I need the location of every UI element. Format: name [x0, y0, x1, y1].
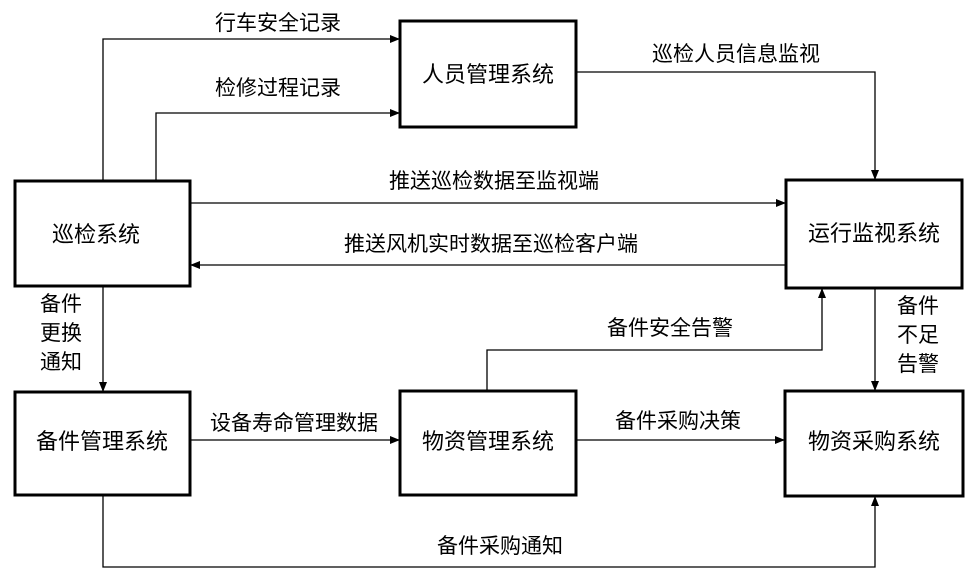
label-spare-purchase-notice: 备件采购通知 — [437, 534, 563, 558]
edge-driving-safety-record — [102, 35, 400, 180]
label-spare-safety-alarm: 备件安全告警 — [607, 316, 733, 340]
label-line: 通知 — [40, 350, 82, 374]
node-spare-parts-system: 备件管理系统 — [13, 390, 192, 497]
node-procurement-system: 物资采购系统 — [783, 389, 965, 498]
node-monitoring-system: 运行监视系统 — [784, 178, 964, 290]
label-equipment-lifetime-data: 设备寿命管理数据 — [210, 411, 378, 435]
node-label: 备件管理系统 — [36, 430, 168, 455]
node-label: 物资管理系统 — [422, 430, 554, 455]
node-label: 物资采购系统 — [808, 430, 940, 455]
label-line: 备件 — [40, 292, 82, 316]
label-spare-replacement-notice: 备件 更换 通知 — [40, 292, 82, 374]
label-spare-purchase-decision: 备件采购决策 — [615, 409, 741, 433]
node-materials-system: 物资管理系统 — [398, 389, 578, 497]
label-line: 备件 — [897, 294, 939, 318]
node-label: 巡检系统 — [52, 223, 140, 248]
label-line: 告警 — [897, 352, 939, 376]
label-inspector-info-monitor: 巡检人员信息监视 — [652, 42, 820, 66]
edge-spare-purchase-notice — [102, 496, 879, 568]
edge-spare-safety-alarm — [486, 288, 826, 390]
label-push-inspection-data: 推送巡检数据至监视端 — [389, 169, 599, 193]
node-personnel-system: 人员管理系统 — [398, 19, 578, 129]
node-label: 人员管理系统 — [422, 63, 554, 88]
label-line: 不足 — [897, 323, 939, 347]
edge-inspector-info-monitor — [577, 71, 879, 180]
label-push-turbine-realtime: 推送风机实时数据至巡检客户端 — [344, 232, 638, 256]
edge-maintenance-process-record — [155, 109, 400, 180]
label-driving-safety-record: 行车安全记录 — [215, 11, 341, 35]
label-maintenance-process-record: 检修过程记录 — [215, 76, 341, 100]
node-inspection-system: 巡检系统 — [13, 179, 192, 288]
label-spare-shortage-alarm: 备件 不足 告警 — [897, 294, 939, 376]
label-line: 更换 — [40, 321, 82, 345]
node-label: 运行监视系统 — [808, 222, 940, 247]
